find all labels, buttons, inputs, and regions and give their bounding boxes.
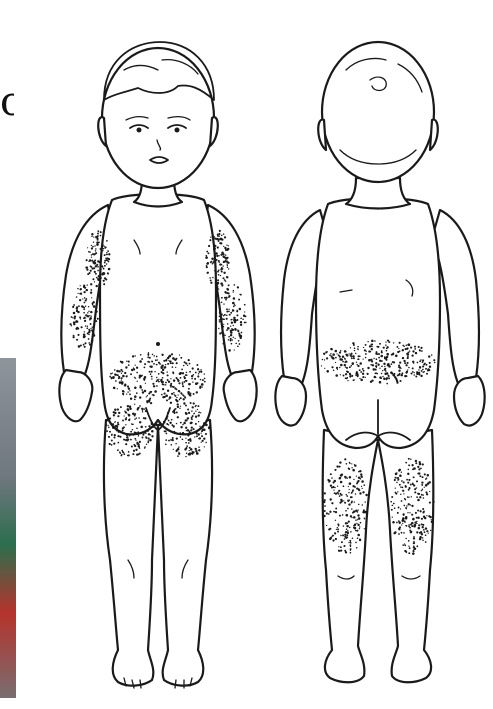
front-right-hand	[224, 370, 257, 421]
front-left-leg	[104, 420, 158, 686]
front-head	[102, 48, 214, 188]
back-right-ear	[430, 120, 438, 150]
back-left-ear	[318, 120, 326, 150]
back-right-leg	[378, 430, 433, 682]
back-left-hand	[275, 376, 306, 426]
front-view-figure	[59, 42, 256, 688]
back-left-leg	[323, 430, 378, 682]
front-left-hand	[59, 370, 92, 421]
back-right-hand	[454, 376, 485, 426]
front-torso	[100, 194, 216, 434]
front-left-ear	[98, 117, 106, 146]
front-right-leg	[158, 420, 212, 686]
back-view-figure	[275, 42, 484, 682]
back-head	[322, 42, 434, 182]
front-right-ear	[210, 117, 218, 146]
